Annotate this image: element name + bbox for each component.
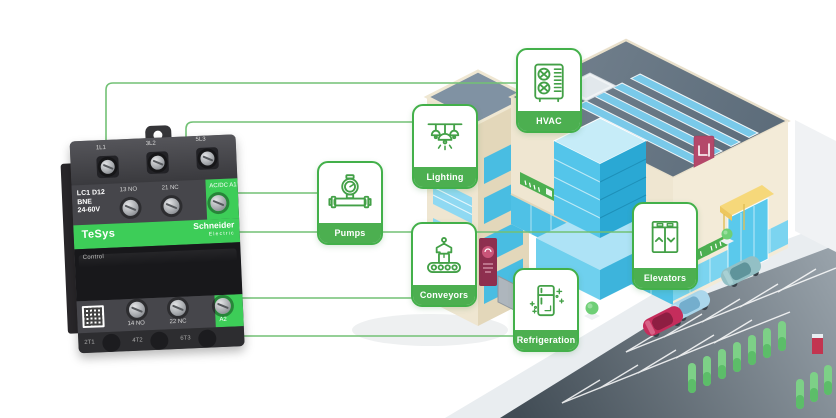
- qr-code: [81, 305, 105, 329]
- terminal-label: 3L2: [145, 140, 156, 148]
- aux-label: AC/DC A1: [209, 182, 237, 190]
- power-terminal: [146, 151, 170, 175]
- power-terminal: [96, 155, 120, 179]
- series-label: TeSys: [81, 227, 116, 242]
- entrance: [720, 185, 774, 280]
- app-card-conveyors: Conveyors: [411, 222, 477, 307]
- terminal-label: 2T1: [84, 339, 95, 347]
- pendant-lights-icon: [414, 106, 476, 167]
- awning: [720, 185, 774, 215]
- contactor-body: 1L1 3L2 5L3 LC1 D12 BNE 24-60V 13 NO: [69, 134, 245, 354]
- power-terminal: [197, 329, 217, 349]
- hedge-row: [688, 321, 832, 409]
- aux-label: 14 NO: [127, 320, 146, 328]
- app-card-elevators: Elevators: [632, 202, 698, 290]
- car-teal: [720, 256, 762, 287]
- app-card-label: Pumps: [319, 223, 381, 243]
- screw: [128, 301, 146, 319]
- app-card-hvac: HVAC: [516, 48, 582, 133]
- ground-shadow: [352, 314, 508, 346]
- screw: [122, 199, 139, 217]
- app-card-refrigeration: Refrigeration: [513, 268, 579, 352]
- aux-label: 13 NO: [119, 186, 138, 194]
- aux-label: 22 NC: [169, 318, 187, 326]
- power-terminal: [149, 331, 169, 351]
- contactor-device: 1L1 3L2 5L3 LC1 D12 BNE 24-60V 13 NO: [59, 122, 245, 359]
- app-card-label: Conveyors: [413, 285, 475, 305]
- panel-label: Control: [82, 254, 105, 262]
- control-panel: Control: [74, 242, 243, 302]
- lot-sign: [812, 334, 823, 354]
- connector-lighting: [185, 121, 415, 150]
- parking-lot: [500, 245, 836, 418]
- terminal-label: 6T3: [180, 335, 191, 342]
- schneider-logo: Schneider Electric: [193, 219, 235, 238]
- hvac-unit-icon: [518, 50, 580, 111]
- car-red: [642, 306, 684, 337]
- power-terminal: [195, 147, 219, 170]
- refrigerator-icon: [515, 270, 577, 330]
- connector-hvac: [105, 82, 519, 150]
- wall-banner: [479, 238, 497, 286]
- elevator-icon: [634, 204, 696, 268]
- pump-icon: [319, 163, 381, 223]
- app-card-label: Lighting: [414, 167, 476, 187]
- planter-shrub: [584, 228, 734, 320]
- screw: [169, 299, 187, 317]
- app-card-lighting: Lighting: [412, 104, 478, 189]
- faded-wall: [795, 120, 836, 252]
- parking-lines: [561, 267, 836, 404]
- app-card-label: HVAC: [518, 111, 580, 131]
- aux-label: 21 NC: [161, 184, 179, 192]
- terminal-label: 4T2: [132, 337, 143, 344]
- model-reference: LC1 D12 BNE 24-60V: [76, 189, 106, 215]
- power-terminal: [102, 333, 121, 353]
- app-card-label: Refrigeration: [515, 330, 577, 350]
- terminal-label: 1L1: [95, 144, 107, 152]
- screw: [163, 197, 180, 215]
- solar-panels: [575, 73, 760, 166]
- app-card-pumps: Pumps: [317, 161, 383, 245]
- conveyor-belt-icon: [413, 224, 475, 285]
- terminal-label: 5L3: [195, 136, 206, 143]
- aux-label: A2: [219, 316, 227, 324]
- app-card-label: Elevators: [634, 268, 696, 288]
- top-terminal-block: 1L1 3L2 5L3: [69, 134, 238, 186]
